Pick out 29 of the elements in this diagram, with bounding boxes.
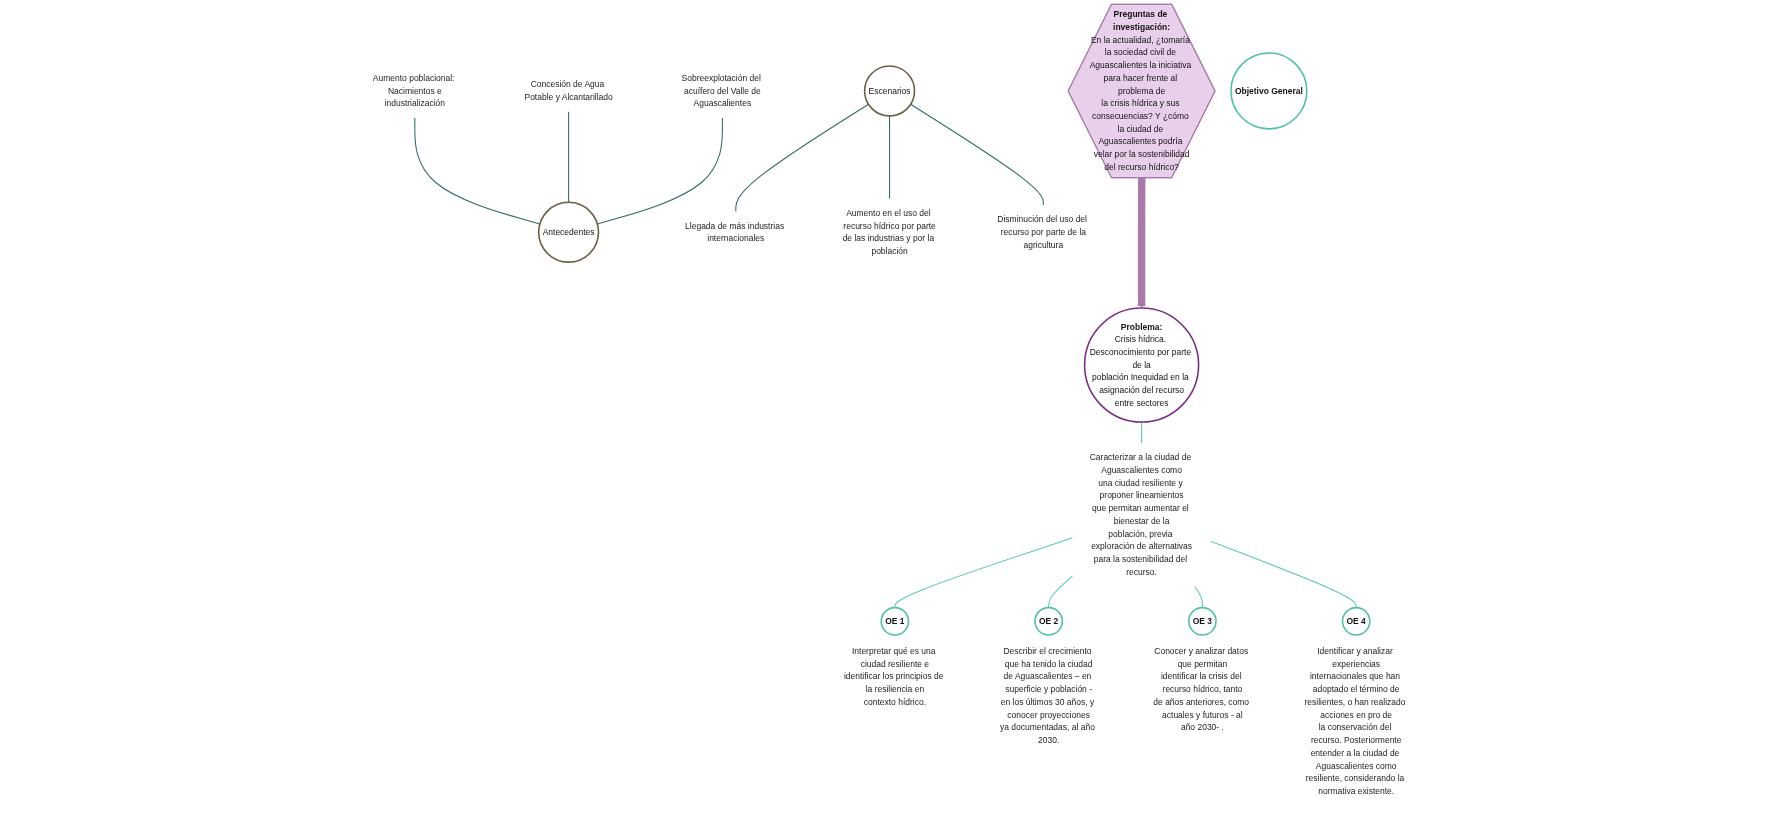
node-text: Caracterizar a la ciudad de Aguascalientes como una ciudad resiliente y proponer lineamientos que permitan aumentar el bienestar de la población, previa exploración de alternativas para la sostenibilidad del recurso. (1089, 452, 1193, 577)
node-label: Interpretar qué es una ciudad resiliente e identificar los principios de la resiliencia en contexto hídrico. (843, 646, 944, 707)
node-circle: Problema: Crisis hídrica. Desconocimiento por parte de la población Inequidad en la asignación del recurso entre sectores (1083, 307, 1200, 423)
node-label: Identificar y analizar experiencias internacionales que han adoptado el término de resilientes, o han realizado acciones en pro de la conservación del recurso. Posteriormente entender a la ciudad de Aguascalientes como resiliente, considerando la normativa existente. (1304, 646, 1406, 796)
connector (1048, 575, 1074, 609)
node-text: Sobreexplotación del acuífero del Valle de Aguascalientes (681, 73, 761, 108)
node-text: Aumento poblacional: Nacimientos e industrialización (372, 73, 455, 108)
connector (894, 537, 1074, 609)
node-circle: Antecedentes (537, 201, 600, 263)
connector (568, 111, 570, 203)
node-text: Concesión de Agua Potable y Alcantarillado (524, 79, 613, 102)
node-circle: OE 2 (1034, 606, 1064, 636)
connector (889, 115, 891, 200)
node-text: Llegada de más industrias internacionales (685, 221, 785, 243)
node-text: Aumento en el uso del recurso hídrico por parte de las industrias y por la población (842, 208, 936, 256)
connector (1141, 421, 1143, 444)
connector (910, 103, 1044, 206)
node-label: Describir el crecimiento que ha tenido la ciudad de Aguascalientes – en superficie y población - en los últimos 30 años, y conocer proyecciones ya documentadas, al año 2030. (1000, 646, 1095, 745)
node-circle: Escenarios (863, 65, 916, 117)
node-circle: OE 4 (1341, 606, 1371, 636)
connector (1210, 540, 1357, 609)
node-circle: OE 3 (1187, 606, 1217, 636)
connector (735, 103, 869, 213)
connector (1194, 585, 1203, 609)
node-label: Conocer y analizar datos que permitan identificar la crisis del recurso hídrico, tanto de años anteriores, como actuales y futuros - al año 2030- . (1153, 646, 1250, 732)
node-text: Disminución del uso del recurso por parte de la agricultura (997, 214, 1087, 250)
connector (414, 117, 541, 225)
node-circle: Objetivo General (1230, 52, 1308, 130)
node-circle: OE 1 (880, 606, 910, 636)
